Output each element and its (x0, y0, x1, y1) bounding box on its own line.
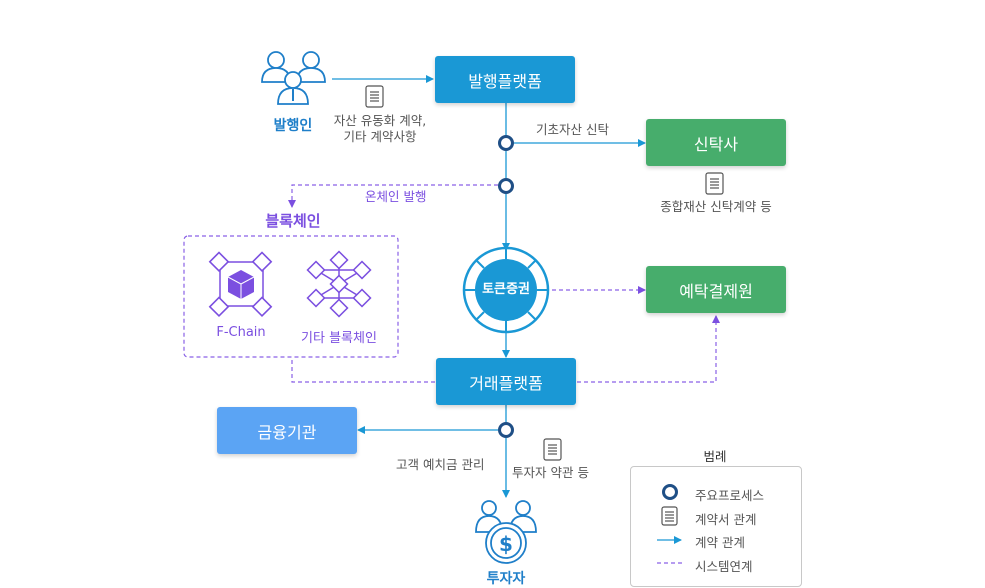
legend-icons (657, 484, 683, 564)
edge-trading-to-depository (577, 315, 720, 383)
investor-terms-label: 투자자 약관 등 (512, 465, 589, 480)
blockchain-title: 블록체인 (265, 212, 321, 230)
other-blockchain-label: 기타 블록체인 (301, 331, 377, 346)
trust-contract-label: 종합재산 신탁계약 등 (660, 199, 772, 214)
process-node-onchain (498, 178, 514, 194)
investor-icon (475, 500, 537, 564)
process-node-deposit (498, 422, 514, 438)
issuing-platform-box: 발행플랫폼 (435, 56, 575, 103)
edge-trading-to-blockchain (291, 358, 435, 383)
document-icon-investor (543, 438, 562, 461)
dollar-icon: $ (499, 532, 513, 556)
financial-institution-box: 금융기관 (217, 407, 357, 454)
edge-onchain-to-blockchain (288, 184, 498, 208)
issuer-label: 발행인 (273, 118, 313, 134)
legend-box: 주요프로세스 계약서 관계 계약 관계 시스템연계 (630, 466, 802, 587)
issuer-contract-label: 자산 유동화 계약, 기타 계약사항 (325, 113, 435, 145)
legend-contract-text: 계약 관계 (695, 535, 745, 550)
issuer-icon (261, 51, 326, 105)
blockchain-container (183, 235, 399, 358)
trust-company-box: 신탁사 (646, 119, 786, 166)
legend-row-system: 시스템연계 (631, 554, 801, 574)
issuer-contract-line1: 자산 유동화 계약, (333, 113, 427, 128)
underlying-trust-label: 기초자산 신탁 (536, 122, 609, 137)
legend-process-text: 주요프로세스 (695, 488, 765, 503)
legend-row-document: 계약서 관계 (631, 507, 801, 527)
investor-label: 투자자 (486, 571, 526, 587)
other-blockchain-icon (306, 250, 372, 318)
legend-document-icon (661, 506, 678, 526)
token-securities-ring (462, 246, 550, 334)
process-nodes (498, 135, 514, 438)
document-icon-trust (705, 172, 724, 195)
process-node-trust (498, 135, 514, 151)
legend-row-contract: 계약 관계 (631, 530, 801, 550)
onchain-issue-label: 온체인 발행 (365, 189, 427, 204)
document-icon-issuer (365, 85, 384, 108)
system-links (288, 184, 720, 383)
legend-system-text: 시스템연계 (695, 559, 753, 574)
legend-title: 범례 (703, 449, 727, 464)
token-securities-label: 토큰증권 (482, 282, 530, 297)
legend-process-icon (662, 484, 678, 500)
customer-deposit-label: 고객 예치금 관리 (396, 457, 485, 472)
contract-lines (332, 75, 646, 498)
fchain-label: F-Chain (216, 325, 266, 340)
legend-document-text: 계약서 관계 (695, 512, 757, 527)
issuer-contract-line2: 기타 계약사항 (343, 129, 417, 144)
fchain-icon (208, 251, 273, 318)
legend-row-process: 주요프로세스 (631, 483, 801, 503)
depository-box: 예탁결제원 (646, 266, 786, 313)
trading-platform-box: 거래플랫폼 (436, 358, 576, 405)
